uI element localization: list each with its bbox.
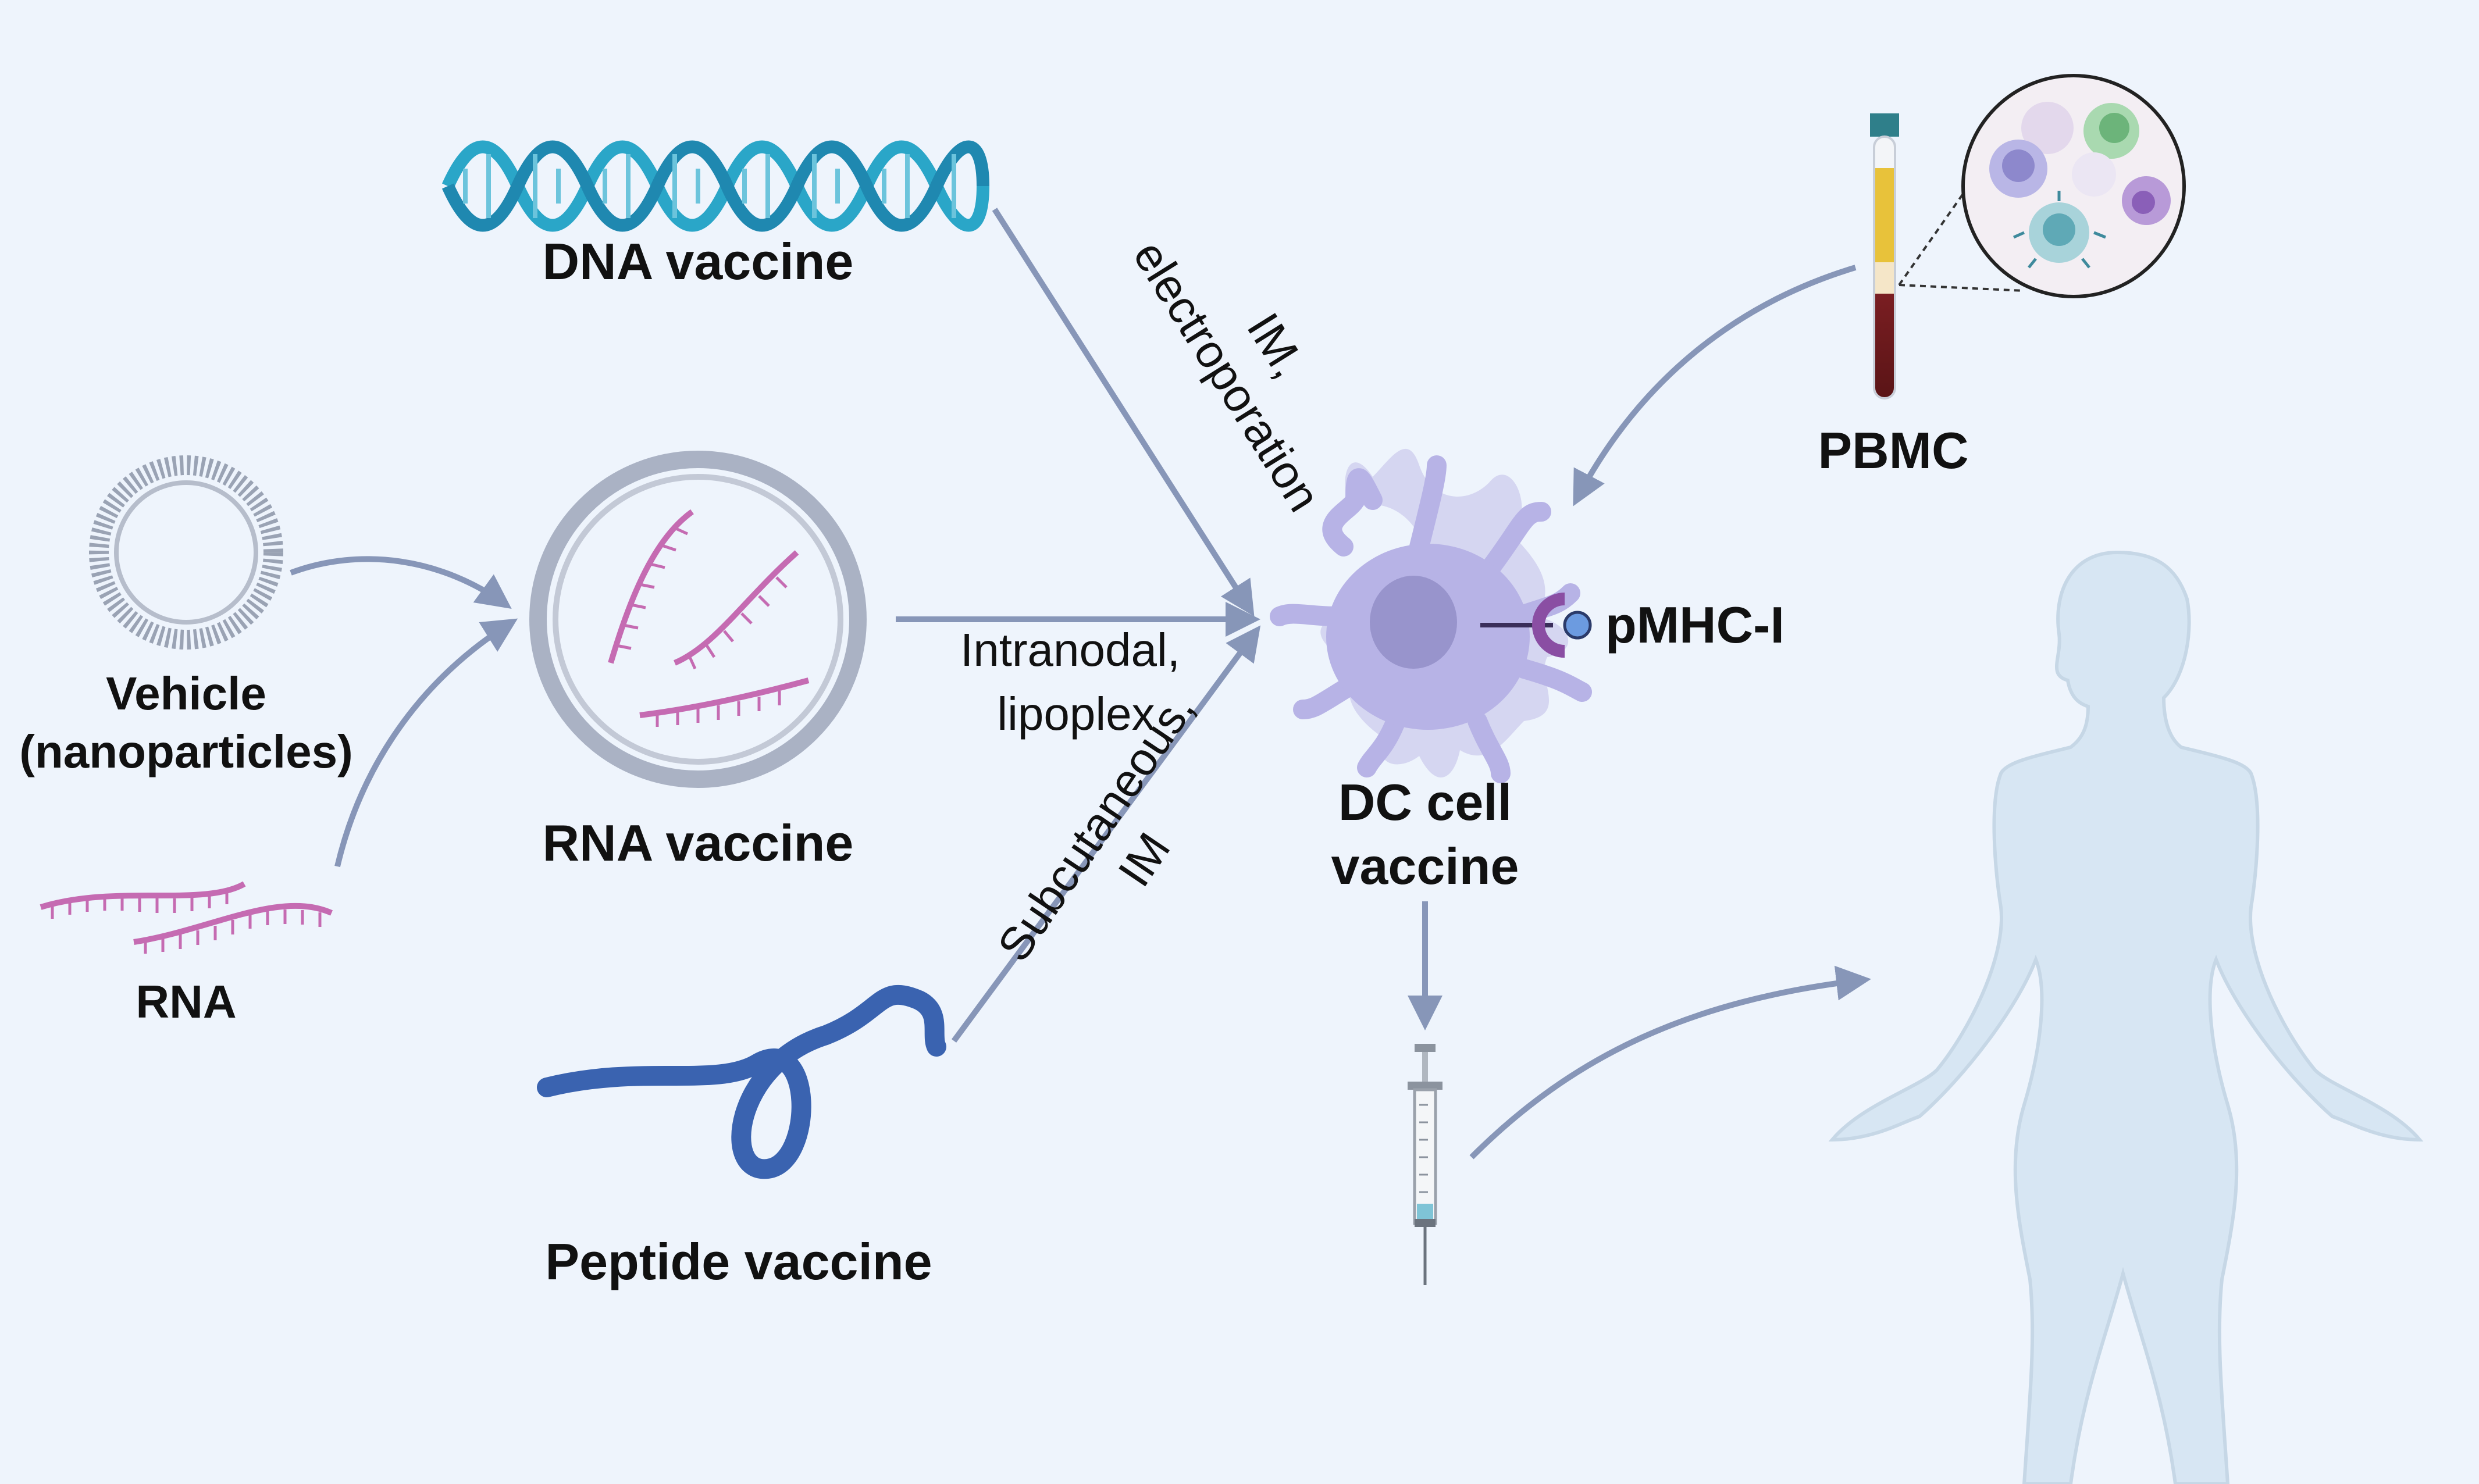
dc-label-line2: vaccine <box>1331 837 1519 895</box>
vehicle-label-line1: Vehicle <box>106 668 266 719</box>
pbmc-zoom-icon <box>1961 74 2186 298</box>
peptide-chain-icon <box>537 984 946 1179</box>
dna-vaccine-label: DNA vaccine <box>543 233 854 290</box>
rna-vaccine-particle-icon <box>529 451 867 788</box>
vehicle-to-rna-vaccine-arrow <box>290 556 512 609</box>
peptide-vaccine-label: Peptide vaccine <box>545 1233 932 1290</box>
rna-vaccine-label: RNA vaccine <box>543 814 854 872</box>
peptide-to-dc-arrow <box>951 625 1261 1043</box>
vehicle-label-line2: (nanoparticles) <box>19 726 352 777</box>
dna-helix-icon <box>441 140 989 232</box>
syringe-icon <box>1408 1044 1442 1285</box>
pbmc-to-dc-arrow <box>1573 265 1857 506</box>
nanoparticle-icon <box>89 455 283 650</box>
pmhc-label: pMHC-I <box>1605 596 1785 654</box>
dc-label-line1: DC cell <box>1338 773 1512 831</box>
rna-route-line2: lipoplex <box>997 688 1155 740</box>
rna-route-line1: Intranodal, <box>960 624 1180 676</box>
pbmc-label: PBMC <box>1818 422 1968 479</box>
human-body-icon <box>1828 550 2424 1484</box>
syringe-to-patient-arrow <box>1469 965 1871 1160</box>
rna-to-rna-vaccine-arrow <box>334 618 518 868</box>
dendritic-cell-icon <box>1270 448 1592 783</box>
rna-label: RNA <box>136 976 236 1028</box>
rna-strand-icon <box>40 881 333 954</box>
dna-to-dc-arrow <box>992 208 1255 617</box>
